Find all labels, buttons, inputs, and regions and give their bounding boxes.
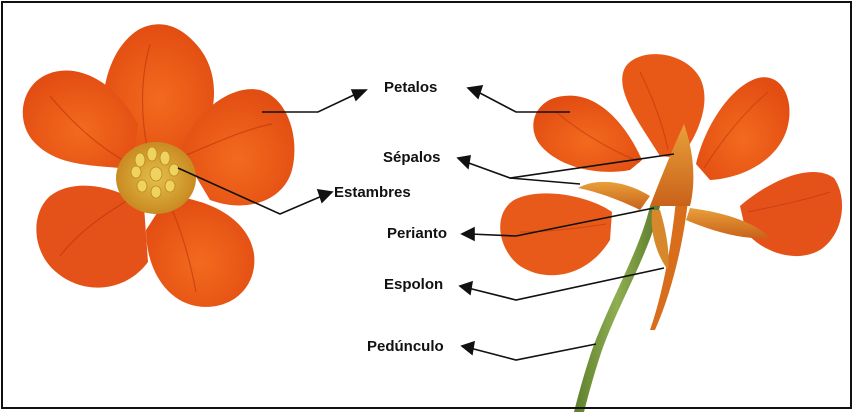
label-espolon: Espolon [384, 277, 443, 292]
label-perianto: Perianto [387, 226, 447, 241]
label-estambres: Estambres [334, 185, 411, 200]
label-petalos: Petalos [384, 80, 437, 95]
label-pedunculo: Pedúnculo [367, 339, 444, 354]
label-sepalos: Sépalos [383, 150, 441, 165]
